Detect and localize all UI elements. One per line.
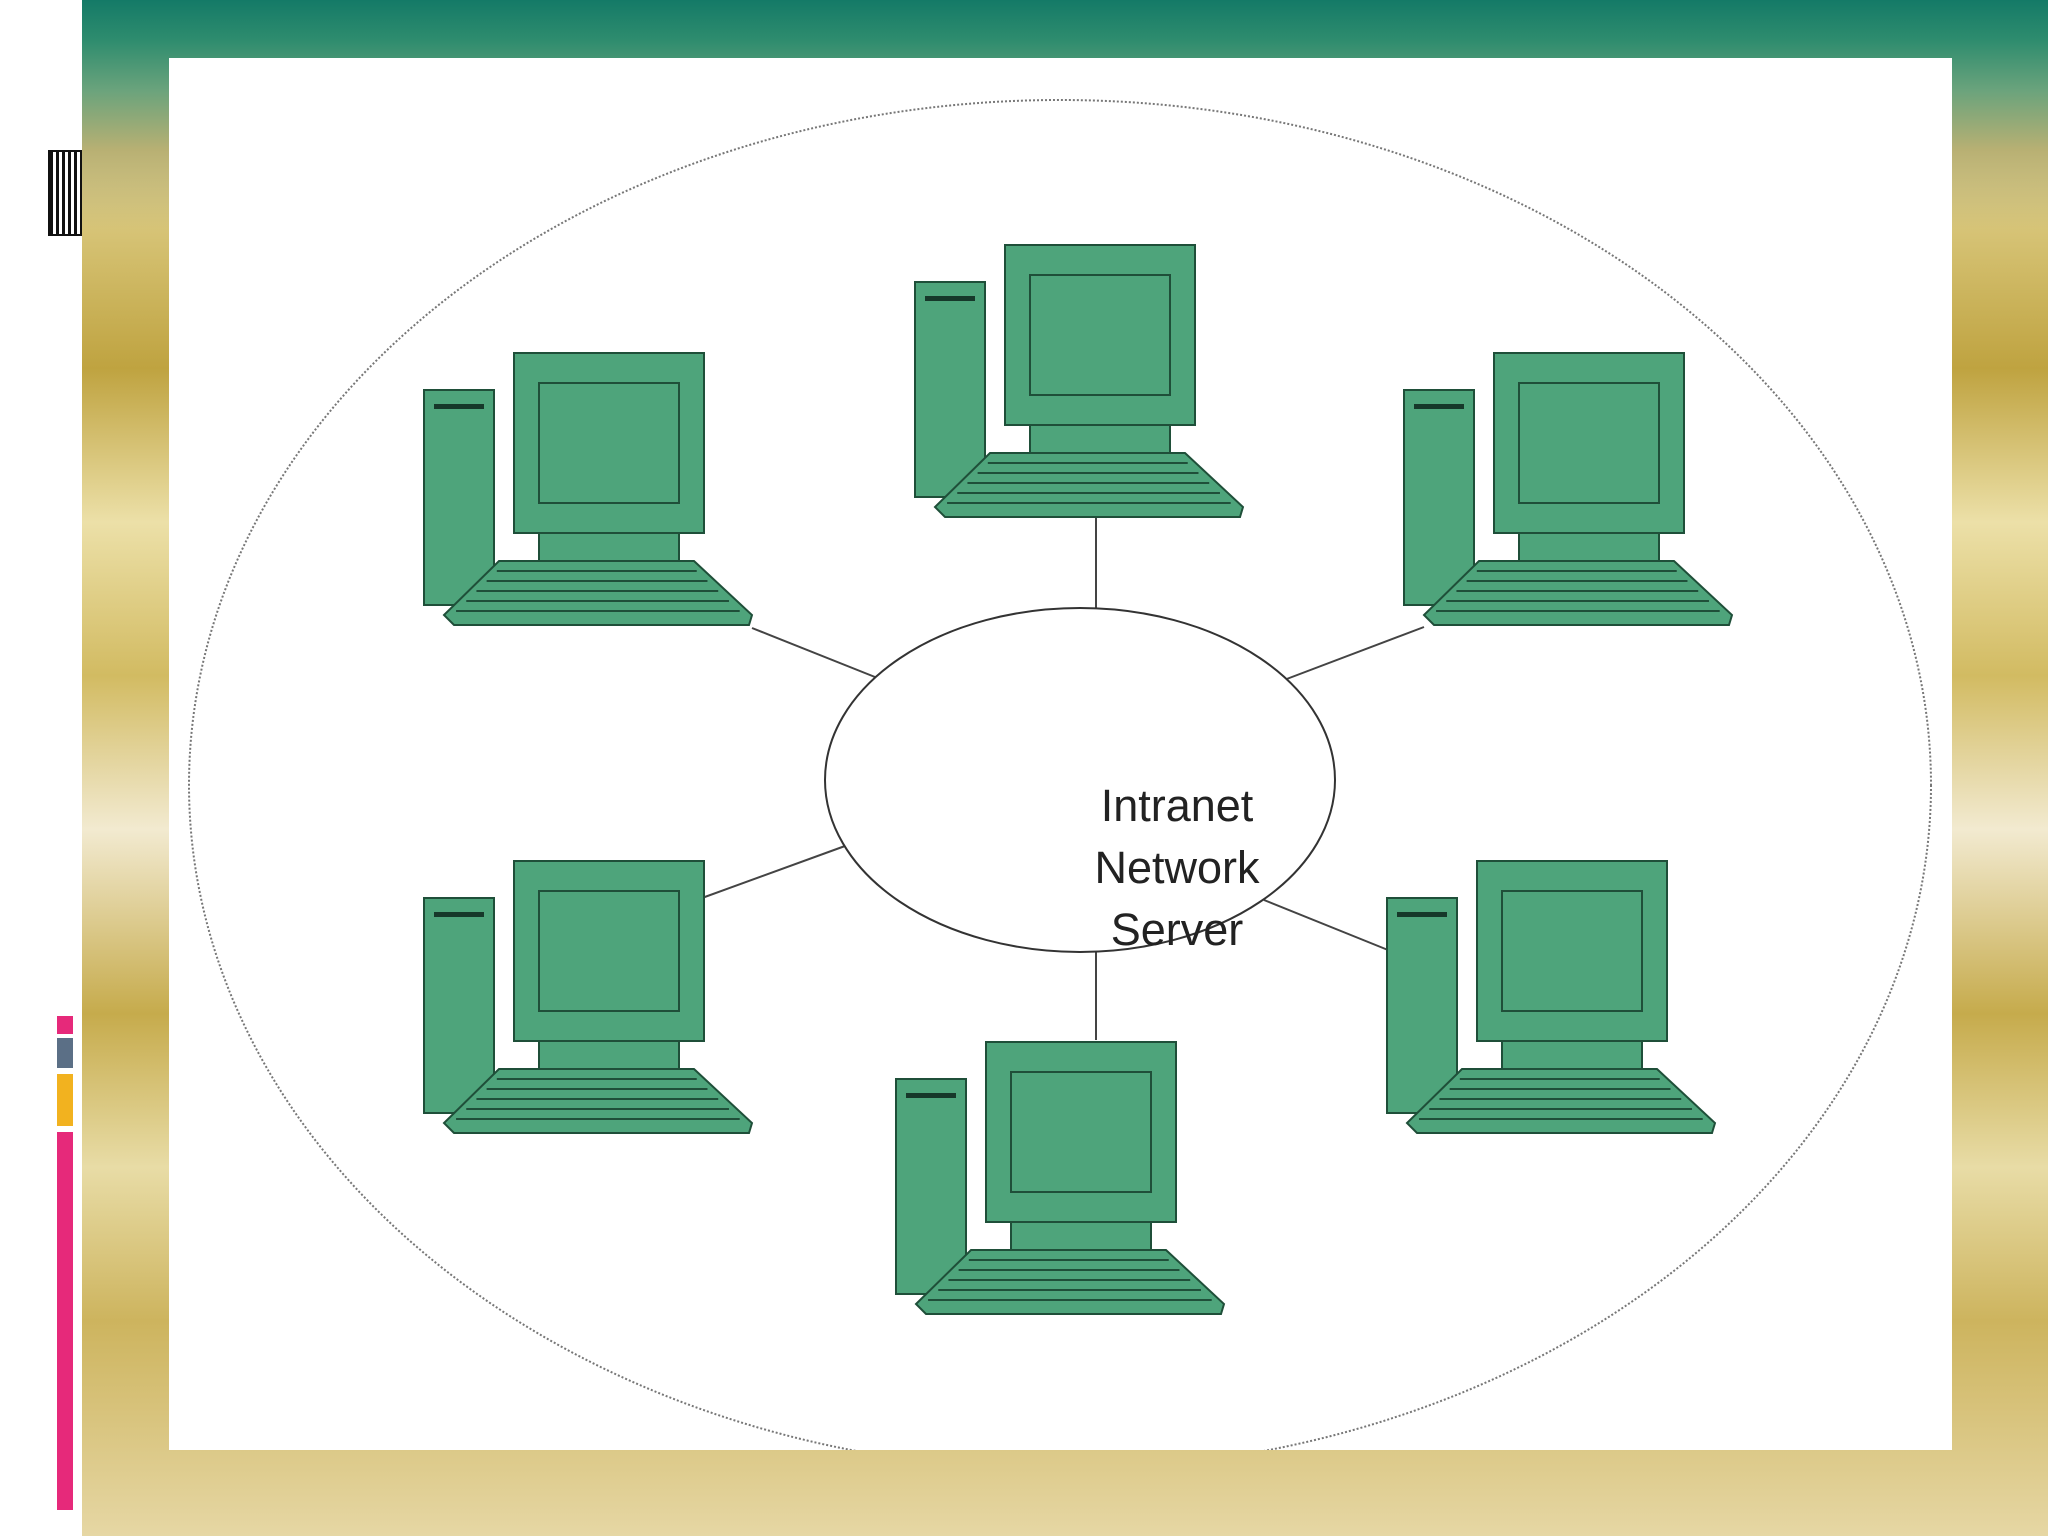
content-panel: Intranet Network Server [169,58,1952,1450]
drive-slot [434,912,484,917]
keyboard [933,452,1245,518]
keyboard [1422,560,1734,626]
drive-slot [434,404,484,409]
monitor-screen [1029,274,1171,396]
accent-gray-block [57,1038,73,1068]
connector-line-lower-right [1263,899,1389,951]
accent-pink-block [57,1016,73,1034]
keyboard [914,1249,1226,1315]
monitor-stand [1518,532,1660,562]
intranet-diagram [188,99,1932,1450]
workstation-bottom [895,1041,1226,1315]
monitor-stand [1501,1040,1643,1070]
monitor-screen [538,382,680,504]
accent-amber-block [57,1074,73,1126]
server-label-line2: Network Server [1094,842,1260,955]
server-label: Intranet Network Server [1027,775,1327,961]
barcode-icon [48,150,82,236]
monitor-screen [538,890,680,1012]
network-boundary-ellipse [188,99,1932,1450]
drive-slot [906,1093,956,1098]
tower-case [423,389,495,606]
accent-pink-bar [57,1132,73,1510]
drive-slot [1397,912,1447,917]
tower-case [1386,897,1458,1114]
keyboard [442,560,754,626]
workstation-upper-left [423,352,754,626]
workstation-lower-left [423,860,754,1134]
connector-line-lower-left [701,845,846,899]
tower-case [423,897,495,1114]
tower-case [914,281,986,498]
tower-case [1403,389,1475,606]
keyboard [442,1068,754,1134]
server-label-line1: Intranet [1100,780,1254,831]
connector-line-upper-right [1283,626,1425,681]
tower-case [895,1078,967,1295]
workstation-top [914,244,1245,518]
monitor-stand [538,1040,680,1070]
drive-slot [925,296,975,301]
monitor-stand [1010,1221,1152,1251]
monitor-screen [1518,382,1660,504]
drive-slot [1414,404,1464,409]
keyboard [1405,1068,1717,1134]
workstation-upper-right [1403,352,1734,626]
connector-lines [701,515,1425,1040]
monitor-stand [538,532,680,562]
workstation-lower-right [1386,860,1717,1134]
server-ellipse [824,607,1336,953]
monitor-screen [1501,890,1643,1012]
monitor-stand [1029,424,1171,454]
monitor-screen [1010,1071,1152,1193]
connector-line-upper-left [751,627,881,680]
